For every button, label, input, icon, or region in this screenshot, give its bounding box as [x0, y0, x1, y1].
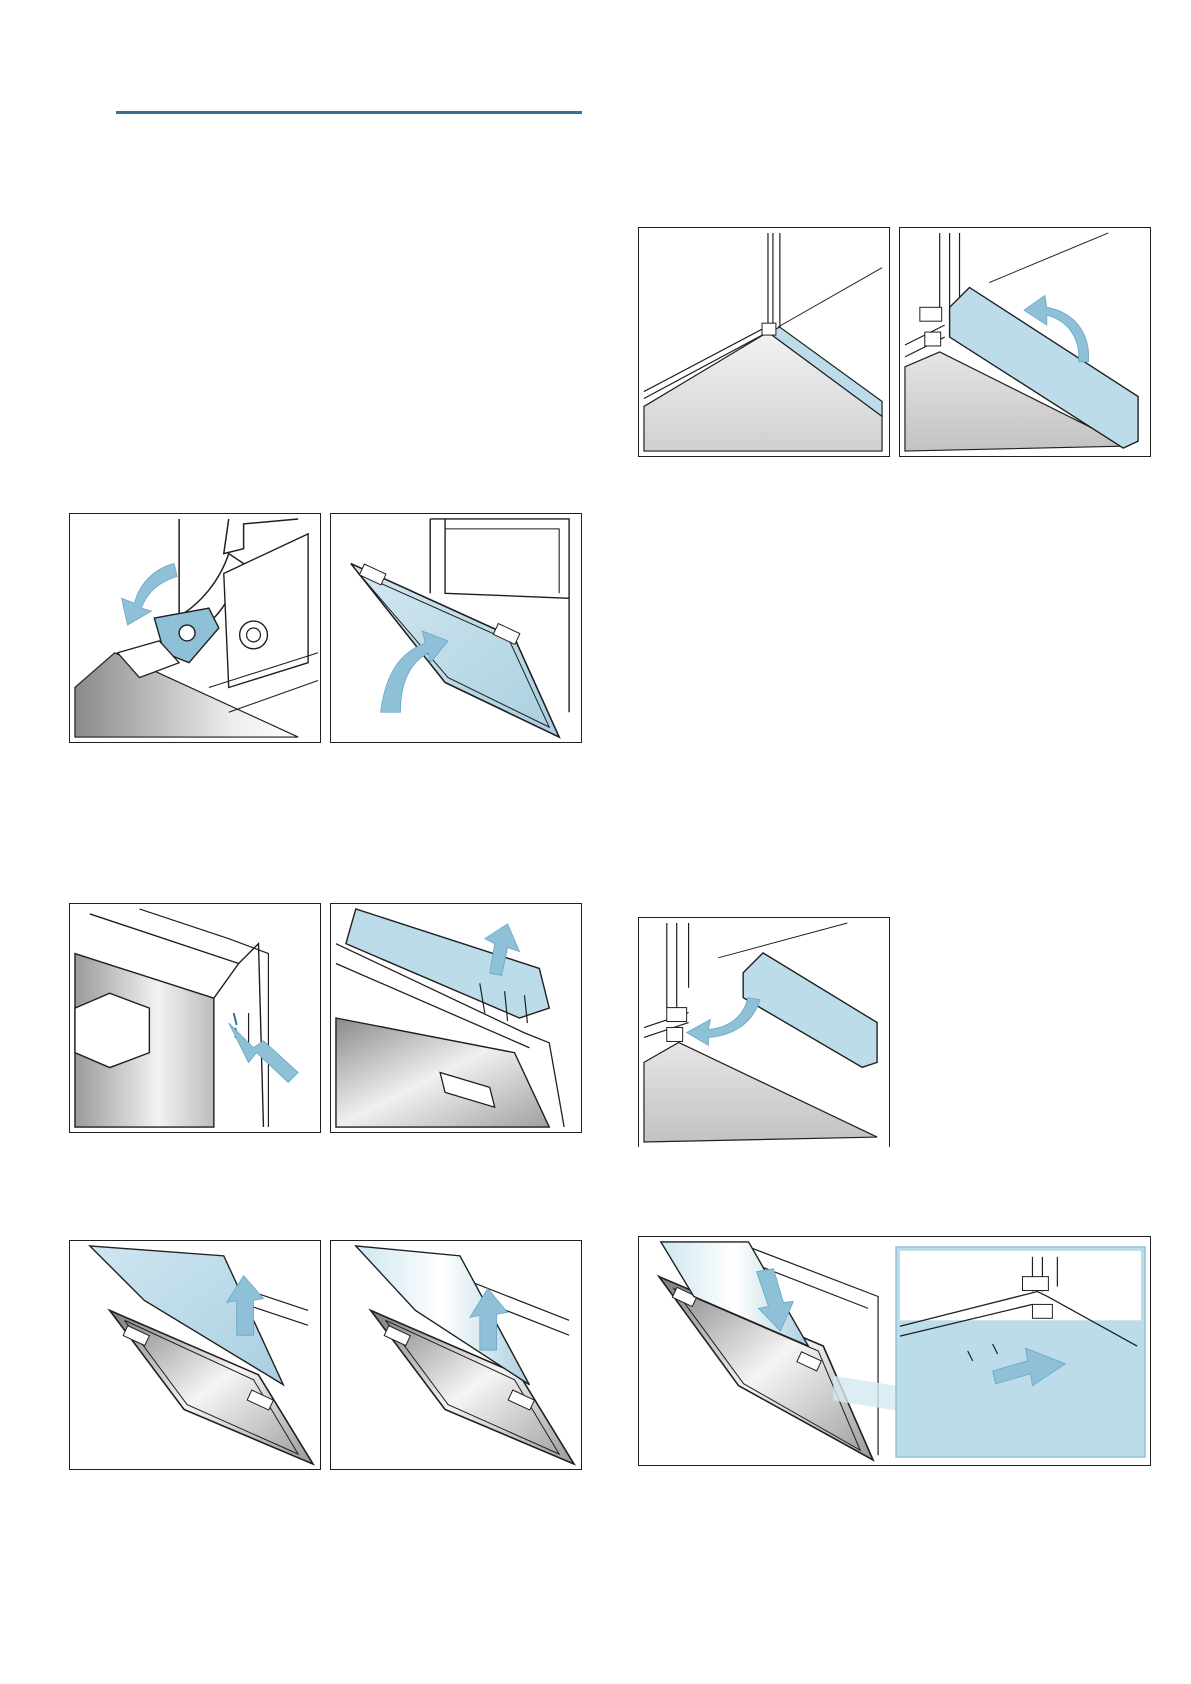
- figure-insert-seal-strip: [638, 917, 890, 1147]
- figure-remove-glass-pane-1: [69, 1240, 321, 1470]
- figure-remove-glass-pane-2: [330, 1240, 582, 1470]
- figure-seal-corner: [638, 227, 890, 457]
- curved-arrow-down-icon: [687, 998, 760, 1046]
- header-rule: [116, 111, 582, 114]
- figure-press-clip-side: [69, 903, 321, 1133]
- figure-lift-seal-strip: [899, 227, 1151, 457]
- figure-insert-glass-and-detail: [638, 1236, 1151, 1466]
- figure-lock-hinge: [69, 513, 321, 743]
- figure-remove-top-cover: [330, 903, 582, 1133]
- figure-lift-door-inner-panel: [330, 513, 582, 743]
- arrow-left-icon: [229, 1023, 298, 1082]
